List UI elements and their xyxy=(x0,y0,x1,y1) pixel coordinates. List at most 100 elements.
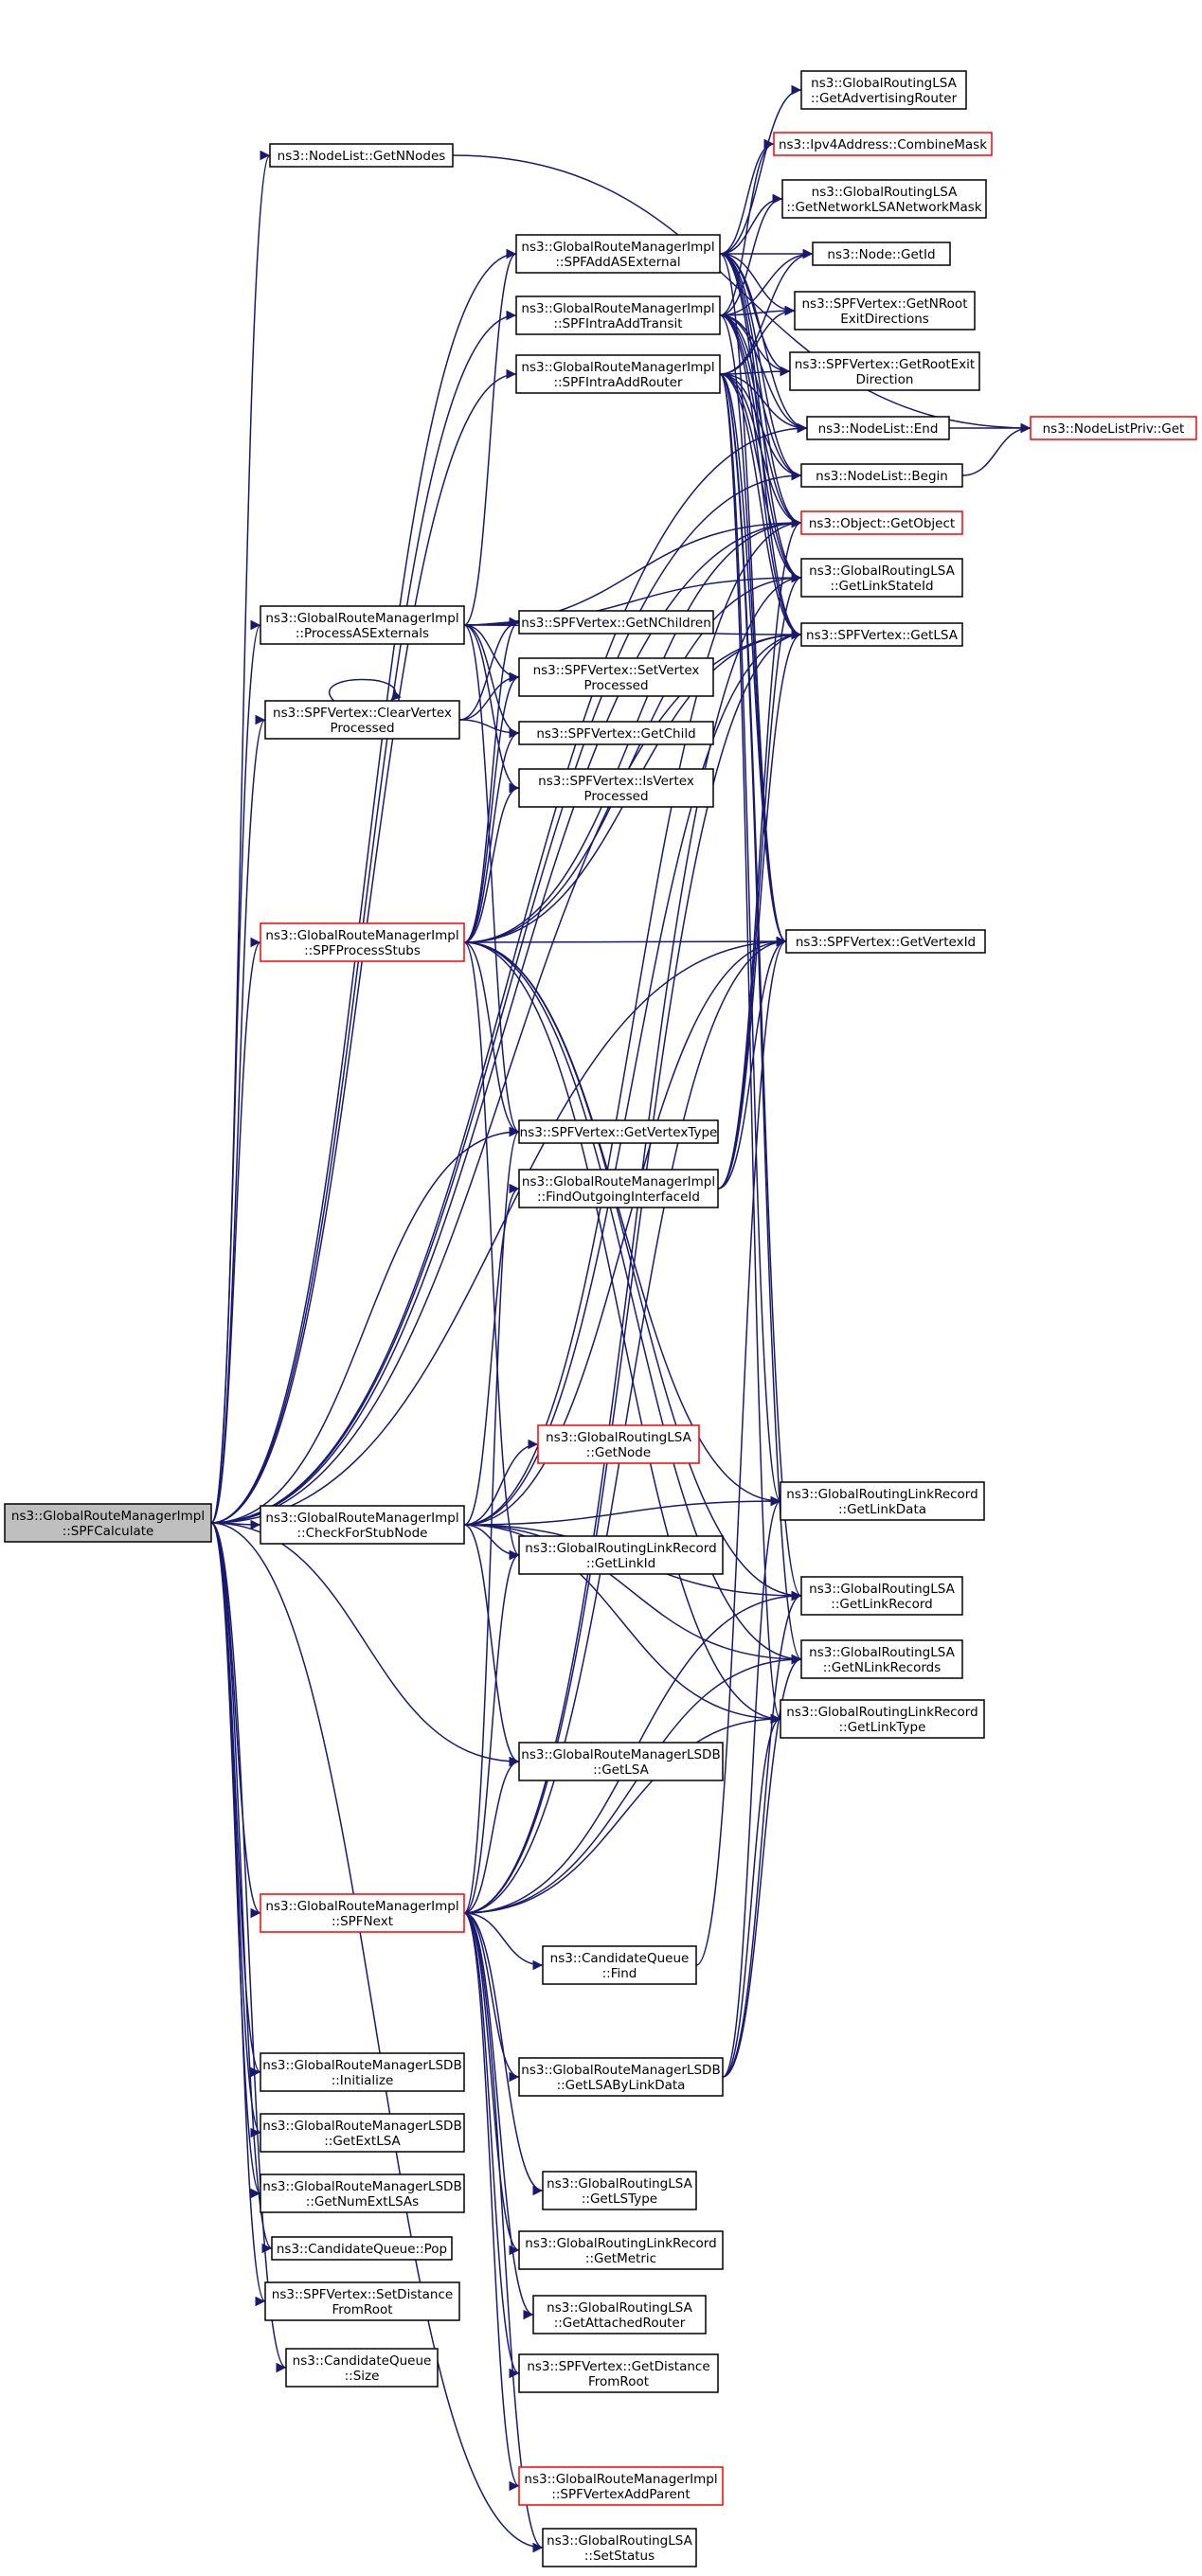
graph-node-setstatus[interactable]: ns3::GlobalRoutingLSA::SetStatus xyxy=(542,2528,697,2567)
graph-node-lrgetlinkdata[interactable]: ns3::GlobalRoutingLinkRecord::GetLinkDat… xyxy=(780,1481,985,1521)
graph-node-spfnext[interactable]: ns3::GlobalRouteManagerImpl::SPFNext xyxy=(260,1893,465,1933)
node-box xyxy=(264,2281,460,2321)
graph-node-intratransit[interactable]: ns3::GlobalRouteManagerImpl::SPFIntraAdd… xyxy=(515,295,721,335)
graph-node-getchild[interactable]: ns3::SPFVertex::GetChild xyxy=(518,721,714,745)
node-label: ns3::CandidateQueue::Pop xyxy=(277,2242,447,2257)
call-edge xyxy=(463,1912,544,1971)
call-edge xyxy=(463,1439,539,1526)
graph-node-getnetmask[interactable]: ns3::GlobalRoutingLSA::GetNetworkLSANetw… xyxy=(781,179,987,219)
graph-node-lsdbgetlsa[interactable]: ns3::GlobalRouteManagerLSDB::GetLSA xyxy=(518,1742,724,1781)
graph-node-lsdbbylink[interactable]: ns3::GlobalRouteManagerLSDB::GetLSAByLin… xyxy=(518,2057,724,2097)
graph-node-procasext[interactable]: ns3::GlobalRouteManagerImpl::ProcessASEx… xyxy=(260,605,465,645)
graph-node-getvertexid[interactable]: ns3::SPFVertex::GetVertexId xyxy=(785,929,986,954)
node-label: ns3::SPFVertex::GetNChildren xyxy=(521,616,711,631)
node-label: ns3::NodeList::End xyxy=(818,421,939,437)
graph-node-lsdbinit[interactable]: ns3::GlobalRouteManagerLSDB::Initialize xyxy=(260,2052,465,2092)
node-label: ns3::SPFVertex::GetLSA xyxy=(806,628,959,643)
graph-node-lsagetnlinkrec[interactable]: ns3::GlobalRoutingLSA::GetNLinkRecords xyxy=(800,1639,963,1679)
call-edge xyxy=(463,1524,781,1725)
call-edge xyxy=(210,715,266,1524)
node-box xyxy=(785,929,986,954)
graph-node-lsagetnode[interactable]: ns3::GlobalRoutingLSA::GetNode xyxy=(537,1424,700,1464)
node-box xyxy=(537,1424,700,1464)
graph-node-lsdbnumext[interactable]: ns3::GlobalRouteManagerLSDB::GetNumExtLS… xyxy=(260,2174,465,2213)
graph-node-vgetlsa[interactable]: ns3::SPFVertex::GetLSA xyxy=(800,622,963,647)
graph-node-lrgetmetric[interactable]: ns3::GlobalRoutingLinkRecord::GetMetric xyxy=(518,2230,724,2270)
call-edge xyxy=(463,727,520,943)
graph-node-cqsize[interactable]: ns3::CandidateQueue::Size xyxy=(285,2348,439,2388)
call-edge xyxy=(719,373,808,434)
node-label: ns3::SPFVertex::GetRootExit xyxy=(795,357,975,372)
node-box xyxy=(515,354,721,394)
graph-node-nodegetid[interactable]: ns3::Node::GetId xyxy=(812,242,951,266)
graph-node-lsagetlstype[interactable]: ns3::GlobalRoutingLSA::GetLSType xyxy=(542,2171,697,2210)
graph-node-procstubs[interactable]: ns3::GlobalRouteManagerImpl::SPFProcessS… xyxy=(260,922,465,962)
call-edge xyxy=(463,1495,781,1526)
graph-node-getobject[interactable]: ns3::Object::GetObject xyxy=(800,510,963,535)
graph-node-lrgetlinkid[interactable]: ns3::GlobalRoutingLinkRecord::GetLinkId xyxy=(518,1535,724,1575)
node-label: ns3::Object::GetObject xyxy=(809,516,955,531)
graph-node-nlbegin[interactable]: ns3::NodeList::Begin xyxy=(800,463,963,488)
node-label: ::ProcessASExternals xyxy=(296,626,429,641)
call-edge xyxy=(719,253,808,434)
call-edge xyxy=(719,373,802,1664)
graph-node-nlend[interactable]: ns3::NodeList::End xyxy=(806,416,950,440)
call-edge xyxy=(463,1912,520,2083)
node-label: ns3::GlobalRouteManagerImpl xyxy=(521,360,714,375)
graph-node-getvtype[interactable]: ns3::SPFVertex::GetVertexType xyxy=(518,1119,719,1144)
node-label: ns3::GlobalRoutingLinkRecord xyxy=(786,1705,978,1720)
graph-node-getlinkstateid[interactable]: ns3::GlobalRoutingLSA::GetLinkStateId xyxy=(800,558,963,598)
graph-node-lsagetlinkrec[interactable]: ns3::GlobalRoutingLSA::GetLinkRecord xyxy=(800,1576,963,1616)
node-label: ::GetLinkId xyxy=(586,1556,655,1571)
node-box xyxy=(260,605,465,645)
graph-node-combinemask[interactable]: ns3::Ipv4Address::CombineMask xyxy=(773,132,993,156)
node-label: ::SPFCalculate xyxy=(63,1524,154,1539)
call-edge xyxy=(463,1912,520,2379)
graph-node-nlprivget[interactable]: ns3::NodeListPriv::Get xyxy=(1030,416,1197,440)
graph-node-cqfind[interactable]: ns3::CandidateQueue::Find xyxy=(542,1945,697,1985)
graph-node-checkstub[interactable]: ns3::GlobalRouteManagerImpl::CheckForStu… xyxy=(260,1505,465,1545)
graph-node-lrgetlinktype[interactable]: ns3::GlobalRoutingLinkRecord::GetLinkTyp… xyxy=(780,1699,985,1739)
call-edge xyxy=(719,373,802,583)
node-box xyxy=(532,2295,707,2334)
node-label: ns3::SPFVertex::SetVertex xyxy=(533,663,700,678)
node-box xyxy=(260,922,465,962)
call-edge xyxy=(210,620,261,1524)
call-edge xyxy=(210,248,517,1524)
node-label: ns3::Node::GetId xyxy=(827,247,935,262)
graph-node-findoutif[interactable]: ns3::GlobalRouteManagerImpl::FindOutgoin… xyxy=(518,1169,719,1208)
graph-node-getnnodes[interactable]: ns3::NodeList::GetNNodes xyxy=(269,143,454,168)
node-label: ::SPFNext xyxy=(332,1914,393,1929)
graph-node-addasext[interactable]: ns3::GlobalRouteManagerImpl::SPFAddASExt… xyxy=(515,234,721,274)
node-label: ns3::GlobalRouteManagerLSDB xyxy=(521,2063,720,2078)
call-edge xyxy=(210,936,787,1524)
node-label: ns3::GlobalRoutingLSA xyxy=(809,1645,955,1660)
graph-node-intrarouter[interactable]: ns3::GlobalRouteManagerImpl::SPFIntraAdd… xyxy=(515,354,721,394)
node-label: ::GetLSType xyxy=(582,2191,657,2207)
node-label: ns3::GlobalRoutingLSA xyxy=(809,1582,955,1597)
graph-node-addparent[interactable]: ns3::GlobalRouteManagerImpl::SPFVertexAd… xyxy=(518,2466,724,2506)
call-edge xyxy=(210,629,802,1524)
graph-node-getadvrouter[interactable]: ns3::GlobalRoutingLSA::GetAdvertisingRou… xyxy=(800,70,967,110)
graph-node-lsdbextlsa[interactable]: ns3::GlobalRouteManagerLSDB::GetExtLSA xyxy=(260,2113,465,2153)
call-edge xyxy=(210,422,808,1524)
call-edge xyxy=(719,253,796,316)
graph-node-spfcalc[interactable]: ns3::GlobalRouteManagerImpl::SPFCalculat… xyxy=(4,1503,212,1543)
node-label: ns3::GlobalRoutingLSA xyxy=(547,2300,692,2316)
graph-node-cqpop[interactable]: ns3::CandidateQueue::Pop xyxy=(271,2236,453,2261)
node-box xyxy=(515,295,721,335)
graph-node-lsagetattached[interactable]: ns3::GlobalRoutingLSA::GetAttachedRouter xyxy=(532,2295,707,2334)
call-edge xyxy=(463,1912,520,2256)
node-label: ns3::GlobalRouteManagerImpl xyxy=(265,1899,458,1914)
node-box xyxy=(518,1169,719,1208)
call-edge xyxy=(463,1549,520,1914)
call-edge xyxy=(463,1756,520,1914)
graph-node-getnchildren[interactable]: ns3::SPFVertex::GetNChildren xyxy=(518,610,714,635)
